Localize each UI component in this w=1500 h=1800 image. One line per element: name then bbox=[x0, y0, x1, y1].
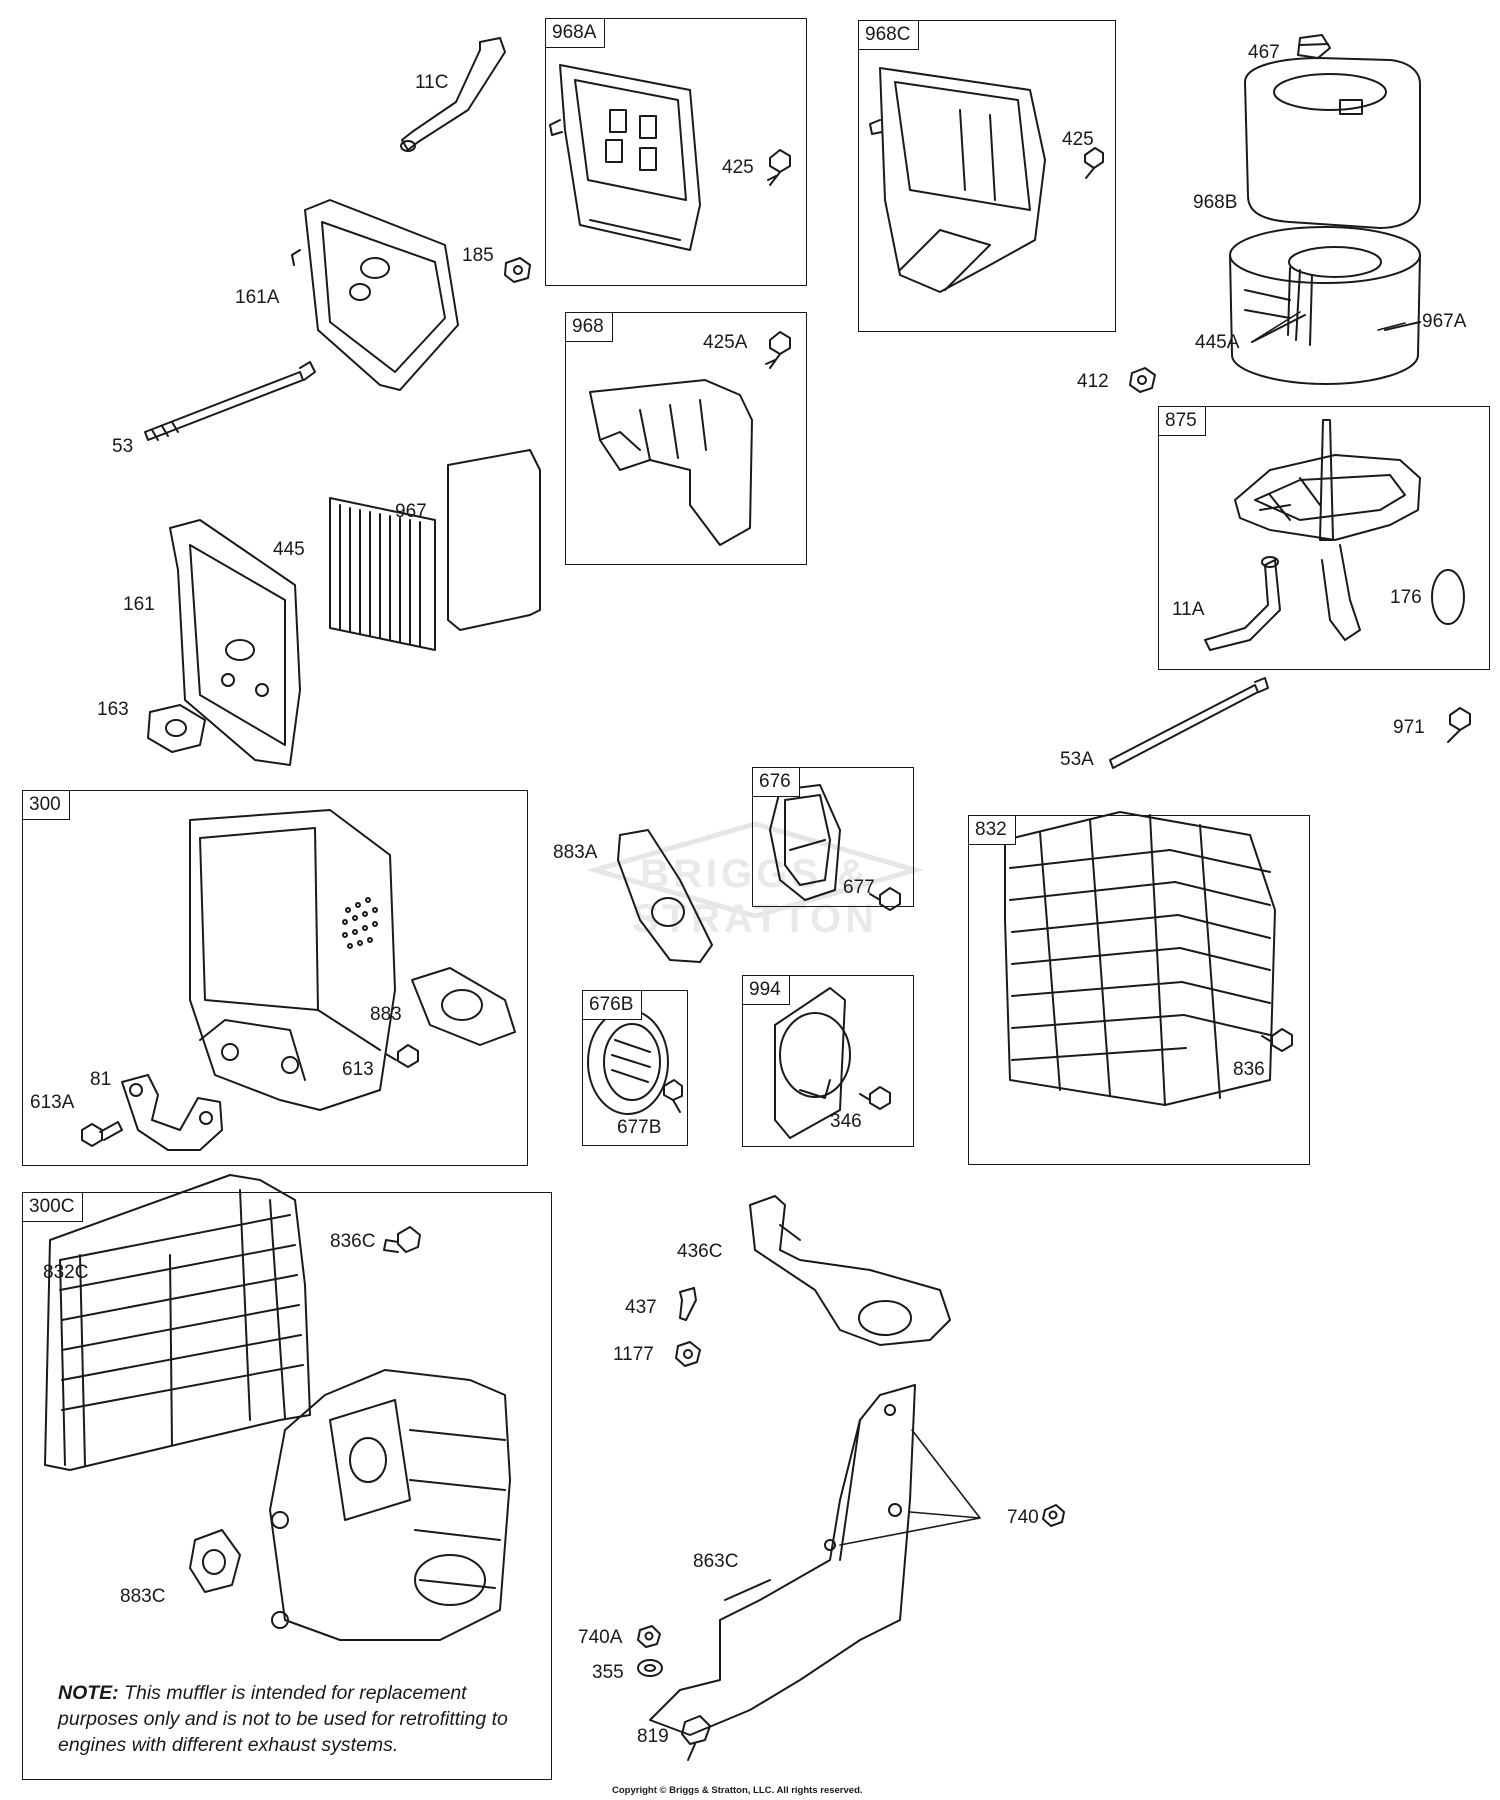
box-tag-968a: 968A bbox=[546, 19, 606, 48]
box-tag-300c: 300C bbox=[23, 1193, 84, 1222]
label-740a: 740A bbox=[578, 1627, 623, 1648]
replacement-note: NOTE: This muffler is intended for repla… bbox=[58, 1680, 528, 1758]
box-300: 300 bbox=[22, 790, 528, 1166]
label-176: 176 bbox=[1390, 587, 1422, 608]
note-text: This muffler is intended for replacement… bbox=[58, 1682, 508, 1756]
label-161: 161 bbox=[123, 594, 155, 615]
box-tag-300: 300 bbox=[23, 791, 70, 820]
box-tag-676b: 676B bbox=[583, 991, 643, 1020]
label-425-968a: 425 bbox=[722, 157, 754, 178]
label-185: 185 bbox=[462, 245, 494, 266]
label-425-968c: 425 bbox=[1062, 129, 1094, 150]
label-346: 346 bbox=[830, 1111, 862, 1132]
label-467: 467 bbox=[1248, 42, 1280, 63]
label-11c: 11C bbox=[415, 72, 449, 93]
box-832: 832 bbox=[968, 815, 1310, 1165]
label-971: 971 bbox=[1393, 717, 1425, 738]
label-425a: 425A bbox=[703, 332, 748, 353]
label-437: 437 bbox=[625, 1297, 657, 1318]
label-11a: 11A bbox=[1172, 599, 1205, 620]
label-53a: 53A bbox=[1060, 749, 1094, 770]
box-tag-968: 968 bbox=[566, 313, 613, 342]
box-tag-994: 994 bbox=[743, 976, 790, 1005]
box-968c: 968C bbox=[858, 20, 1116, 332]
label-436c: 436C bbox=[677, 1241, 723, 1262]
box-tag-968c: 968C bbox=[859, 21, 920, 50]
label-445a: 445A bbox=[1195, 332, 1240, 353]
label-53: 53 bbox=[112, 436, 134, 457]
copyright: Copyright © Briggs & Stratton, LLC. All … bbox=[612, 1785, 863, 1796]
label-863c: 863C bbox=[693, 1551, 739, 1572]
box-676b: 676B bbox=[582, 990, 688, 1146]
label-740: 740 bbox=[1007, 1507, 1039, 1528]
label-883a: 883A bbox=[553, 842, 598, 863]
box-968: 968 bbox=[565, 312, 807, 565]
label-1177: 1177 bbox=[613, 1344, 654, 1365]
label-613: 613 bbox=[342, 1059, 374, 1080]
label-883c: 883C bbox=[120, 1586, 166, 1607]
label-355: 355 bbox=[592, 1662, 624, 1683]
label-819: 819 bbox=[637, 1726, 669, 1747]
box-tag-875: 875 bbox=[1159, 407, 1206, 436]
label-836: 836 bbox=[1233, 1059, 1265, 1080]
label-163: 163 bbox=[97, 699, 129, 720]
label-81: 81 bbox=[90, 1069, 112, 1090]
label-836c: 836C bbox=[330, 1231, 376, 1252]
box-676: 676 bbox=[752, 767, 914, 907]
label-677b: 677B bbox=[617, 1117, 662, 1138]
label-968b: 968B bbox=[1193, 192, 1238, 213]
label-445: 445 bbox=[273, 539, 305, 560]
label-613a: 613A bbox=[30, 1092, 75, 1113]
note-prefix: NOTE: bbox=[58, 1682, 119, 1704]
box-994: 994 bbox=[742, 975, 914, 1147]
label-967a: 967A bbox=[1422, 311, 1467, 332]
label-677: 677 bbox=[843, 877, 875, 898]
box-968a: 968A bbox=[545, 18, 807, 286]
box-tag-676: 676 bbox=[753, 768, 800, 797]
label-967: 967 bbox=[395, 501, 427, 522]
label-161a: 161A bbox=[235, 287, 280, 308]
label-832c: 832C bbox=[43, 1262, 89, 1283]
label-883: 883 bbox=[370, 1004, 402, 1025]
box-875: 875 bbox=[1158, 406, 1490, 670]
box-tag-832: 832 bbox=[969, 816, 1016, 845]
box-300c: 300C bbox=[22, 1192, 552, 1780]
label-412: 412 bbox=[1077, 371, 1109, 392]
